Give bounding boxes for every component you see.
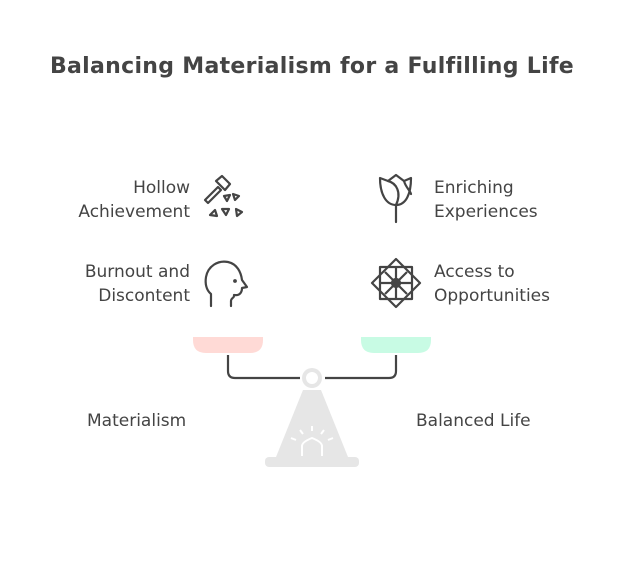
- rose-icon: [376, 172, 416, 224]
- item-label-line1: Enriching: [434, 178, 514, 198]
- item-label-line1: Hollow: [133, 178, 190, 198]
- left-item-hollow-achievement: Hollow Achievement: [78, 176, 190, 224]
- head-profile-icon: [204, 258, 252, 308]
- left-pan: [193, 337, 263, 353]
- star-ornament-icon: [370, 257, 422, 309]
- right-pan: [361, 337, 431, 353]
- materialism-label: Materialism: [87, 411, 187, 431]
- balance-scale: [190, 330, 440, 470]
- page-title: Balancing Materialism for a Fulfilling L…: [49, 54, 575, 79]
- item-label-line2: Experiences: [434, 202, 538, 222]
- right-item-access-opportunities: Access to Opportunities: [434, 260, 550, 308]
- left-item-burnout: Burnout and Discontent: [85, 260, 190, 308]
- item-label-line2: Achievement: [78, 202, 190, 222]
- item-label-line1: Access to: [434, 262, 515, 282]
- axe-chips-icon: [202, 172, 254, 224]
- item-label-line2: Discontent: [98, 286, 190, 306]
- balanced-life-label: Balanced Life: [416, 411, 531, 431]
- scale-beam: [226, 355, 398, 380]
- right-item-enriching-experiences: Enriching Experiences: [434, 176, 538, 224]
- item-label-line2: Opportunities: [434, 286, 550, 306]
- item-label-line1: Burnout and: [84, 262, 190, 282]
